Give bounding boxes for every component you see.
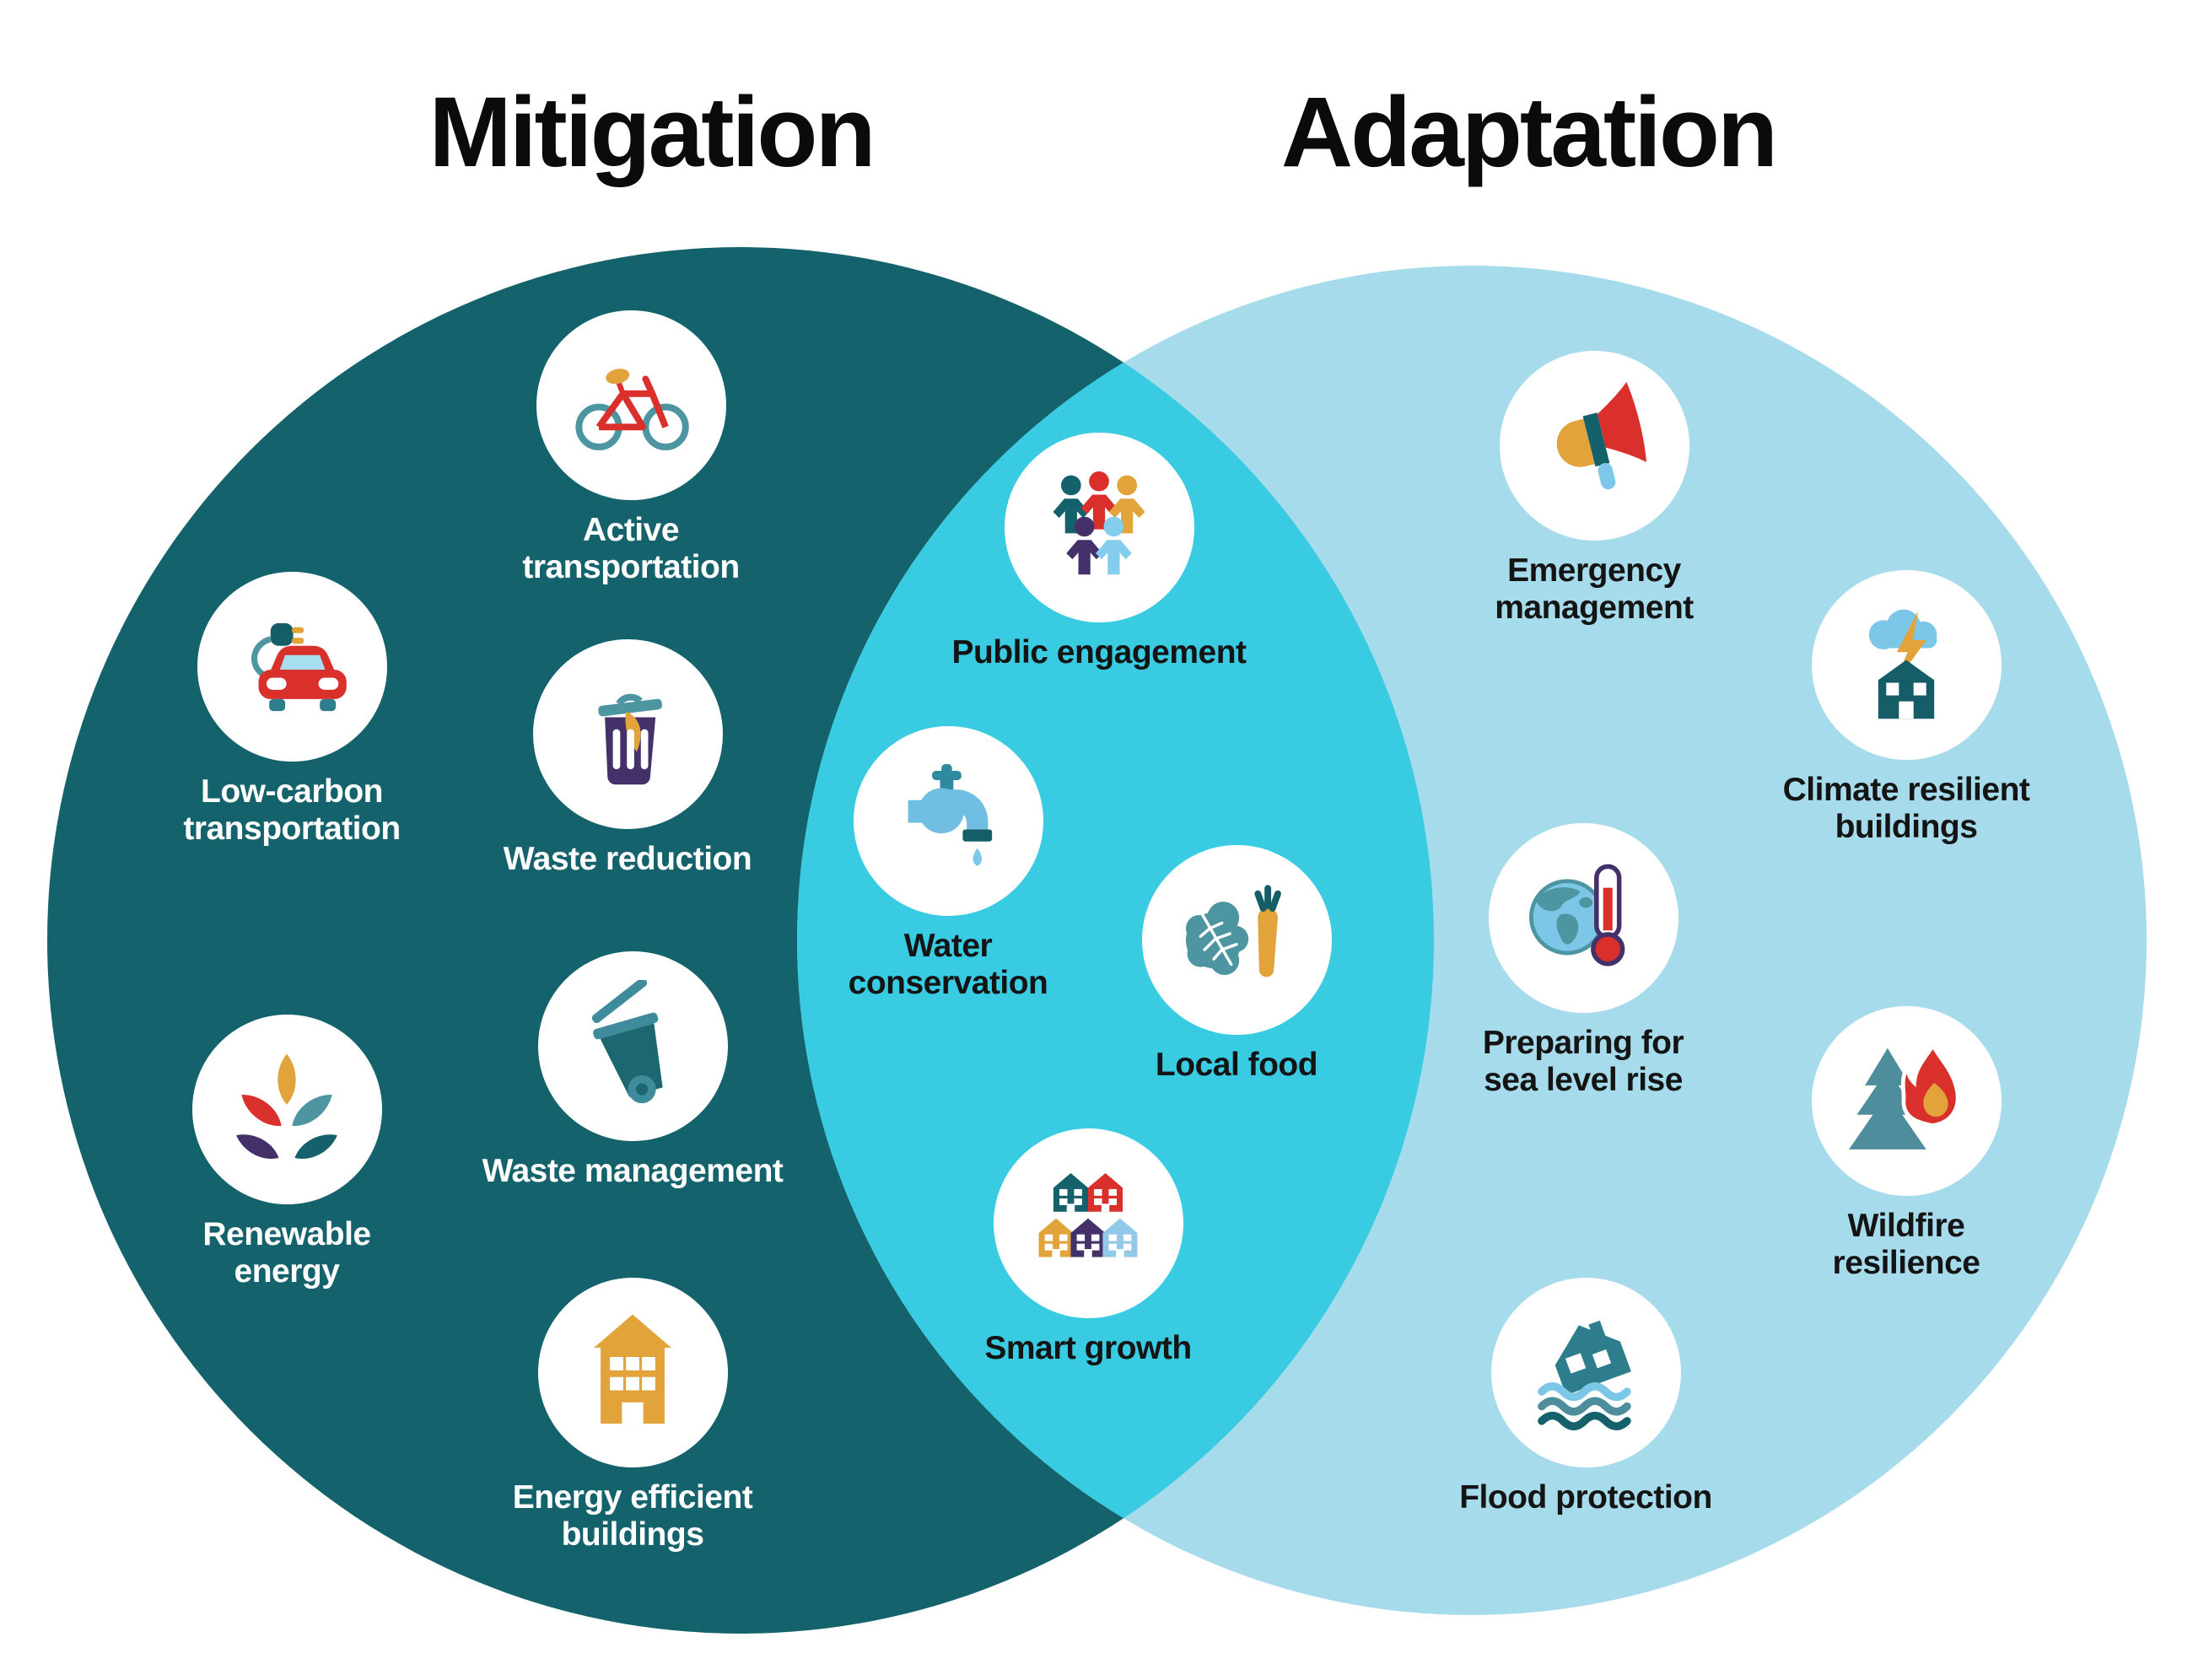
item-label: Preparing for sea level rise xyxy=(1482,1025,1684,1098)
icon-badge xyxy=(197,572,387,762)
mitigation-title: Mitigation xyxy=(428,77,876,188)
item-renewable-energy: Renewable energy xyxy=(135,1015,439,1290)
item-climate-resilient-buildings: Climate resilient buildings xyxy=(1754,570,2058,845)
item-smart-growth: Smart growth xyxy=(936,1128,1240,1367)
adaptation-title: Adaptation xyxy=(1280,77,1778,188)
item-label: Water conservation xyxy=(848,928,1048,1001)
item-preparing-sea-level-rise: Preparing for sea level rise xyxy=(1431,823,1735,1098)
icon-badge xyxy=(993,1128,1183,1318)
item-label: Waste management xyxy=(482,1153,784,1189)
item-label: Low-carbon transportation xyxy=(183,773,401,847)
item-waste-management: Waste management xyxy=(481,951,784,1190)
item-local-food: Local food xyxy=(1085,845,1388,1084)
item-label: Wildfire resilience xyxy=(1832,1208,1980,1281)
icon-badge xyxy=(1004,433,1194,622)
item-waste-reduction: Waste reduction xyxy=(476,639,779,878)
icon-badge xyxy=(1141,845,1332,1035)
item-flood-protection: Flood protection xyxy=(1434,1278,1738,1516)
item-label: Climate resilient buildings xyxy=(1782,772,2030,845)
globe-thermometer-icon xyxy=(1529,864,1625,966)
icon-badge xyxy=(536,310,726,500)
item-water-conservation: Water conservation xyxy=(796,726,1100,1001)
icon-badge xyxy=(1490,1278,1681,1467)
icon-badge xyxy=(1499,351,1689,541)
item-label: Active transportation xyxy=(522,512,740,585)
flood-house-icon xyxy=(1538,1320,1631,1430)
tree-fire-icon xyxy=(1849,1041,1960,1150)
plant-leaves-icon xyxy=(232,1053,342,1166)
item-label: Flood protection xyxy=(1459,1479,1712,1516)
houses-icon xyxy=(1038,1172,1138,1257)
icon-badge xyxy=(537,951,728,1141)
faucet-icon xyxy=(908,763,993,866)
storm-cloud-house-icon xyxy=(1868,609,1937,719)
item-label: Local food xyxy=(1155,1047,1318,1083)
item-wildfire-resilience: Wildfire resilience xyxy=(1754,1006,2058,1281)
icon-badge xyxy=(1488,823,1678,1013)
item-label: Smart growth xyxy=(984,1330,1192,1366)
icon-badge xyxy=(1811,570,2002,760)
item-label: Waste reduction xyxy=(503,841,752,877)
megaphone-icon xyxy=(1556,381,1647,489)
icon-badge xyxy=(191,1015,382,1204)
vegetables-icon xyxy=(1185,884,1281,977)
people-group-icon xyxy=(1053,471,1145,574)
item-label: Energy efficient buildings xyxy=(512,1479,753,1553)
icon-badge xyxy=(537,1278,728,1467)
item-public-engagement: Public engagement xyxy=(947,433,1251,671)
item-label: Renewable energy xyxy=(202,1216,371,1290)
bicycle-icon xyxy=(575,368,689,450)
item-energy-efficient-buildings: Energy efficient buildings xyxy=(481,1278,784,1553)
building-icon xyxy=(594,1313,671,1424)
item-label: Public engagement xyxy=(951,634,1247,670)
electric-car-icon xyxy=(251,622,347,711)
icon-badge xyxy=(853,726,1043,916)
icon-badge xyxy=(532,639,723,829)
item-low-carbon-transportation: Low-carbon transportation xyxy=(140,572,444,847)
wheelie-bin-icon xyxy=(591,979,663,1103)
icon-badge xyxy=(1811,1006,2002,1196)
trash-can-icon xyxy=(598,693,663,784)
item-label: Emergency management xyxy=(1495,552,1694,626)
item-emergency-management: Emergency management xyxy=(1442,351,1746,626)
item-active-transportation: Active transportation xyxy=(479,310,783,585)
